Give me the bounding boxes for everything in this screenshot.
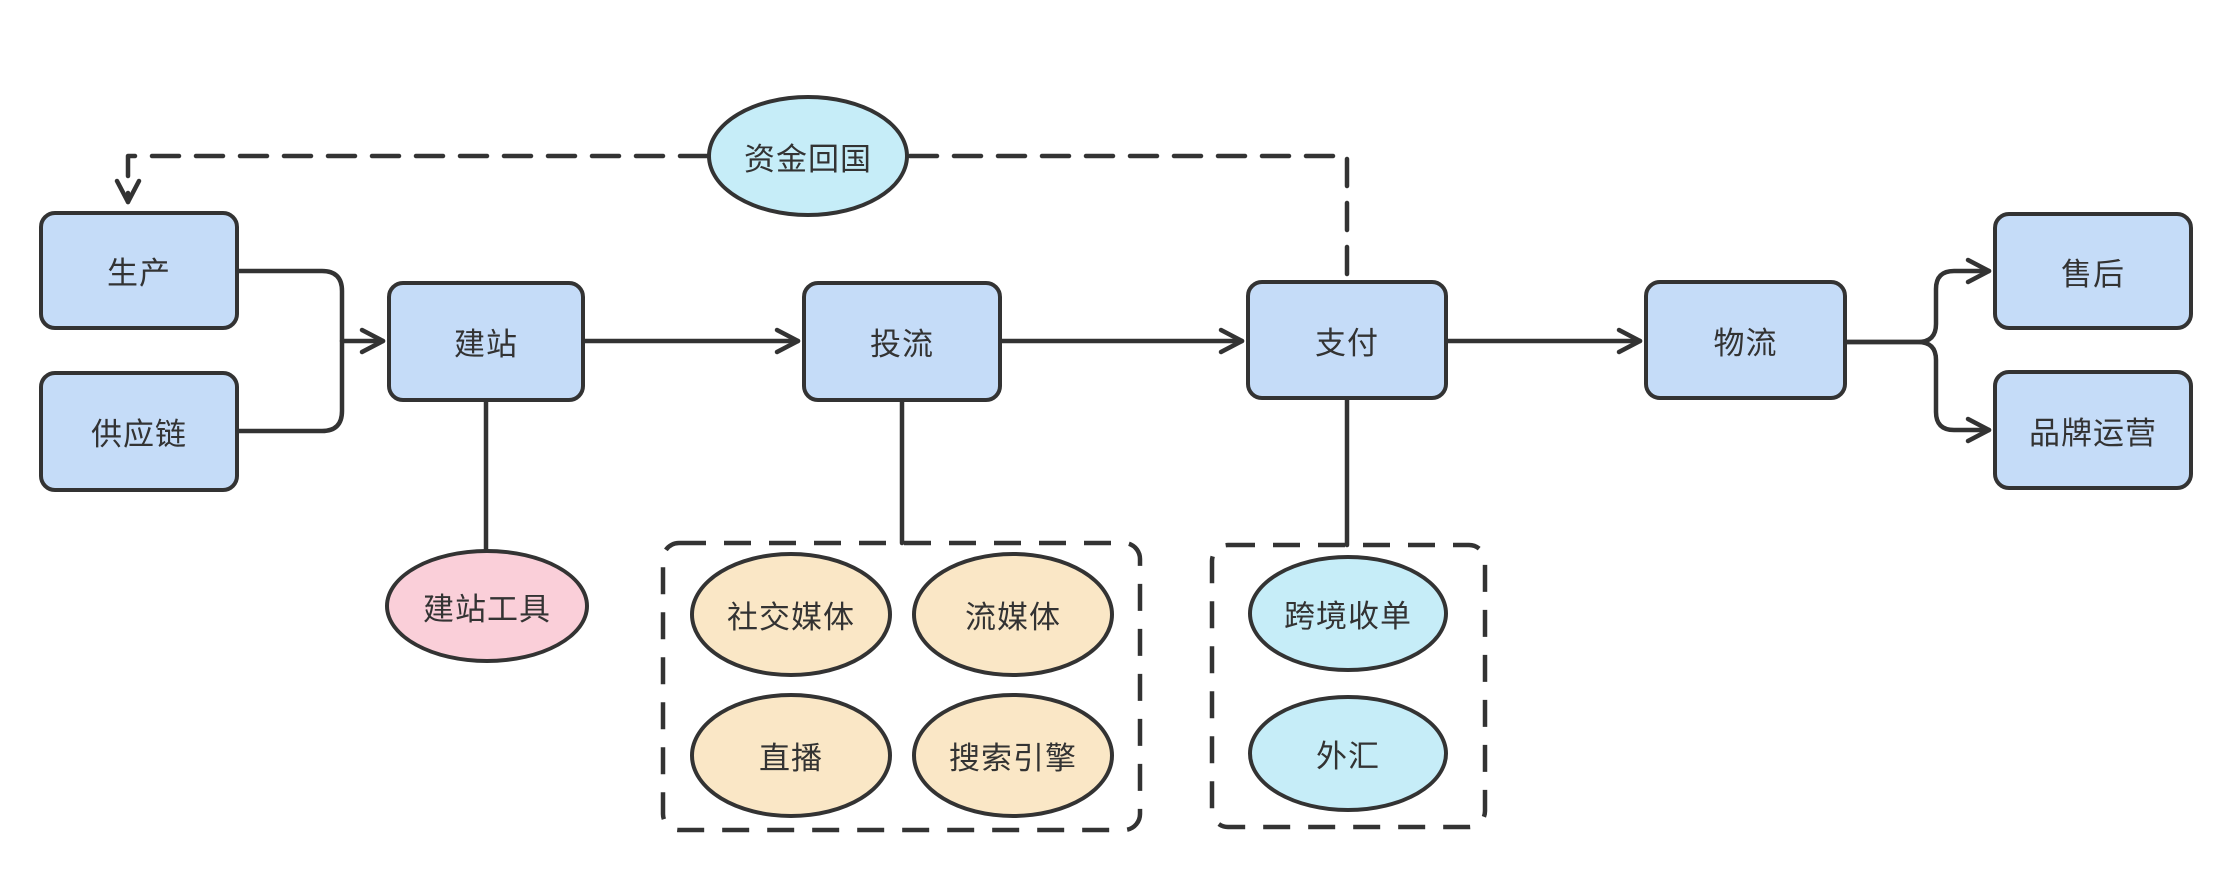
node-funds-return: 资金回国 bbox=[707, 95, 909, 217]
node-ad-traffic-label: 投流 bbox=[870, 327, 934, 362]
node-search-engine-label: 搜索引擎 bbox=[949, 741, 1077, 776]
edge-logistics-to-after-sales bbox=[1844, 257, 1992, 345]
node-live-stream-label: 直播 bbox=[759, 741, 823, 776]
node-site-building: 建站 bbox=[387, 281, 585, 402]
edge-payment-to-funds-return bbox=[907, 153, 1350, 280]
node-site-tools-label: 建站工具 bbox=[423, 591, 551, 627]
node-after-sales-label: 售后 bbox=[2061, 256, 2125, 292]
edge-logistics-to-brand-operation bbox=[1844, 339, 1992, 444]
node-live-stream: 直播 bbox=[690, 693, 892, 818]
node-streaming-media: 流媒体 bbox=[912, 552, 1114, 677]
node-foreign-exchange-label: 外汇 bbox=[1316, 739, 1380, 774]
node-cross-border-acquiring-label: 跨境收单 bbox=[1284, 599, 1412, 634]
node-after-sales: 售后 bbox=[1993, 212, 2193, 330]
node-production: 生产 bbox=[39, 211, 239, 330]
node-supply-chain-label: 供应链 bbox=[91, 417, 187, 452]
node-brand-operation-label: 品牌运营 bbox=[2029, 415, 2157, 451]
node-logistics-label: 物流 bbox=[1713, 325, 1778, 361]
node-site-building-label: 建站 bbox=[454, 327, 518, 362]
node-search-engine: 搜索引擎 bbox=[912, 693, 1114, 818]
node-foreign-exchange: 外汇 bbox=[1248, 695, 1448, 812]
node-cross-border-acquiring: 跨境收单 bbox=[1248, 555, 1448, 672]
node-brand-operation: 品牌运营 bbox=[1993, 370, 2193, 490]
node-social-media: 社交媒体 bbox=[690, 552, 892, 677]
node-site-tools: 建站工具 bbox=[385, 549, 589, 663]
node-social-media-label: 社交媒体 bbox=[727, 600, 855, 635]
node-payment: 支付 bbox=[1246, 280, 1448, 400]
edge-funds-return-to-production bbox=[114, 153, 710, 205]
node-ad-traffic: 投流 bbox=[802, 281, 1002, 402]
ad-channels-group-frame bbox=[660, 540, 1143, 833]
node-payment-label: 支付 bbox=[1315, 325, 1379, 361]
node-production-label: 生产 bbox=[107, 256, 171, 291]
node-supply-chain: 供应链 bbox=[39, 371, 239, 492]
node-funds-return-label: 资金回国 bbox=[744, 141, 872, 177]
node-streaming-media-label: 流媒体 bbox=[965, 600, 1061, 635]
node-logistics: 物流 bbox=[1644, 280, 1847, 400]
edge-production-to-site-building bbox=[236, 268, 386, 355]
edge-supply-chain-merge bbox=[236, 338, 345, 434]
